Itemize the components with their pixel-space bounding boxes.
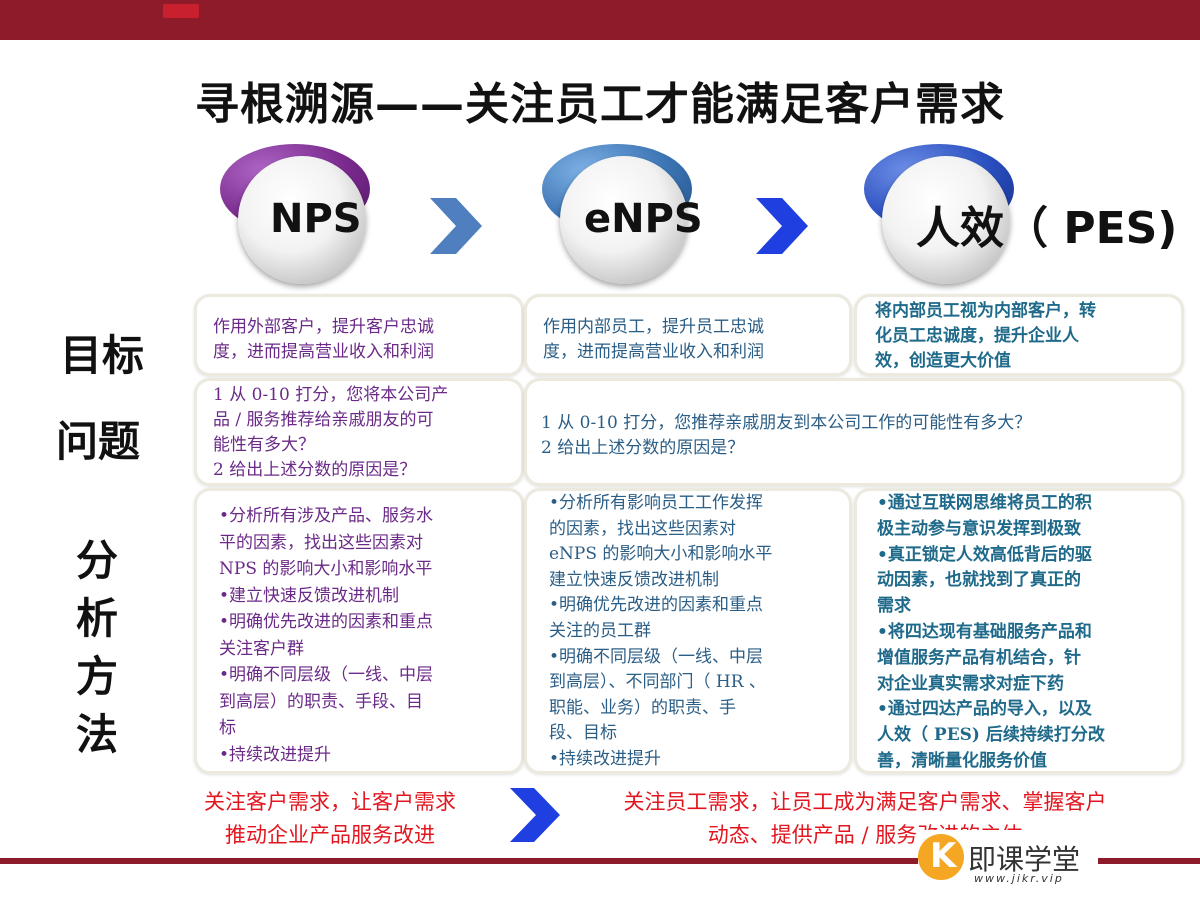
goal-box-enps: 作用内部员工，提升员工忠诚 度，进而提高营业收入和利润 <box>524 294 852 376</box>
question-box-employee: 1 从 0-10 打分，您推荐亲戚朋友到本公司工作的可能性有多大？ 2 给出上述… <box>524 378 1184 486</box>
analysis-text-nps: •分析所有涉及产品、服务水 平的因素，找出这些因素对 NPS 的影响大小和影响水… <box>219 506 434 765</box>
logo-name: 即课学堂 <box>968 843 1081 876</box>
pes-badge: 人效（ PES) <box>862 142 1198 284</box>
row-label-question: 问题 <box>56 417 141 466</box>
bottom-banner <box>0 858 1200 864</box>
analysis-text-enps: •分析所有影响员工工作发挥 的因素，找出这些因素对 eNPS 的影响大小和影响水… <box>549 493 773 769</box>
enps-circle <box>560 156 688 284</box>
enps-label: eNPS <box>584 196 703 242</box>
logo-k-letter: K <box>930 836 957 876</box>
goal-text-pes: 将内部员工视为内部客户，转 化员工忠诚度，提升企业人 效，创造更大价值 <box>875 301 1096 371</box>
enps-badge: eNPS <box>540 142 703 284</box>
pes-circle <box>882 156 1010 284</box>
brand-logo: K 即课学堂 www.jikr.vip <box>918 830 1098 890</box>
nps-label: NPS <box>270 196 362 242</box>
analysis-box-enps: •分析所有影响员工工作发挥 的因素，找出这些因素对 eNPS 的影响大小和影响水… <box>524 488 852 774</box>
banner-tab <box>163 4 199 18</box>
row-label-analysis-char: 法 <box>76 710 119 759</box>
goal-box-nps: 作用外部客户，提升客户忠诚 度，进而提高营业收入和利润 <box>194 294 524 376</box>
goal-text-enps: 作用内部员工，提升员工忠诚 度，进而提高营业收入和利润 <box>543 317 764 362</box>
goal-box-pes: 将内部员工视为内部客户，转 化员工忠诚度，提升企业人 效，创造更大价值 <box>854 294 1184 376</box>
analysis-text-pes: •通过互联网思维将员工的积 极主动参与意识发挥到极致 •真正锁定人效高低背后的驱… <box>877 493 1105 771</box>
pes-label: 人效（ PES) <box>916 203 1178 254</box>
nps-badge: NPS <box>218 142 378 284</box>
row-label-analysis-char: 分 <box>76 536 119 585</box>
row-label-goal: 目标 <box>60 331 145 380</box>
goal-text-nps: 作用外部客户，提升客户忠诚 度，进而提高营业收入和利润 <box>213 317 434 362</box>
top-banner <box>0 0 1200 40</box>
analysis-box-pes: •通过互联网思维将员工的积 极主动参与意识发挥到极致 •真正锁定人效高低背后的驱… <box>854 488 1184 774</box>
logo-url: www.jikr.vip <box>974 872 1064 885</box>
row-label-analysis-char: 析 <box>76 594 119 643</box>
question-text-employee: 1 从 0-10 打分，您推荐亲戚朋友到本公司工作的可能性有多大？ 2 给出上述… <box>541 413 1032 458</box>
conclusion-customer: 关注客户需求，让客户需求 推动企业产品服务改进 <box>204 790 456 847</box>
question-text-nps: 1 从 0-10 打分，您将本公司产 品 / 服务推荐给亲戚朋友的可 能性有多大… <box>213 385 449 480</box>
analysis-box-nps: •分析所有涉及产品、服务水 平的因素，找出这些因素对 NPS 的影响大小和影响水… <box>194 488 524 774</box>
row-label-analysis: 分 析 方 法 <box>76 532 126 764</box>
nps-circle <box>238 156 366 284</box>
row-label-analysis-char: 方 <box>76 652 119 701</box>
logo-k-icon: K <box>918 834 964 880</box>
page-title: 寻根溯源——关注员工才能满足客户需求 <box>195 79 1005 130</box>
question-box-nps: 1 从 0-10 打分，您将本公司产 品 / 服务推荐给亲戚朋友的可 能性有多大… <box>194 378 524 486</box>
